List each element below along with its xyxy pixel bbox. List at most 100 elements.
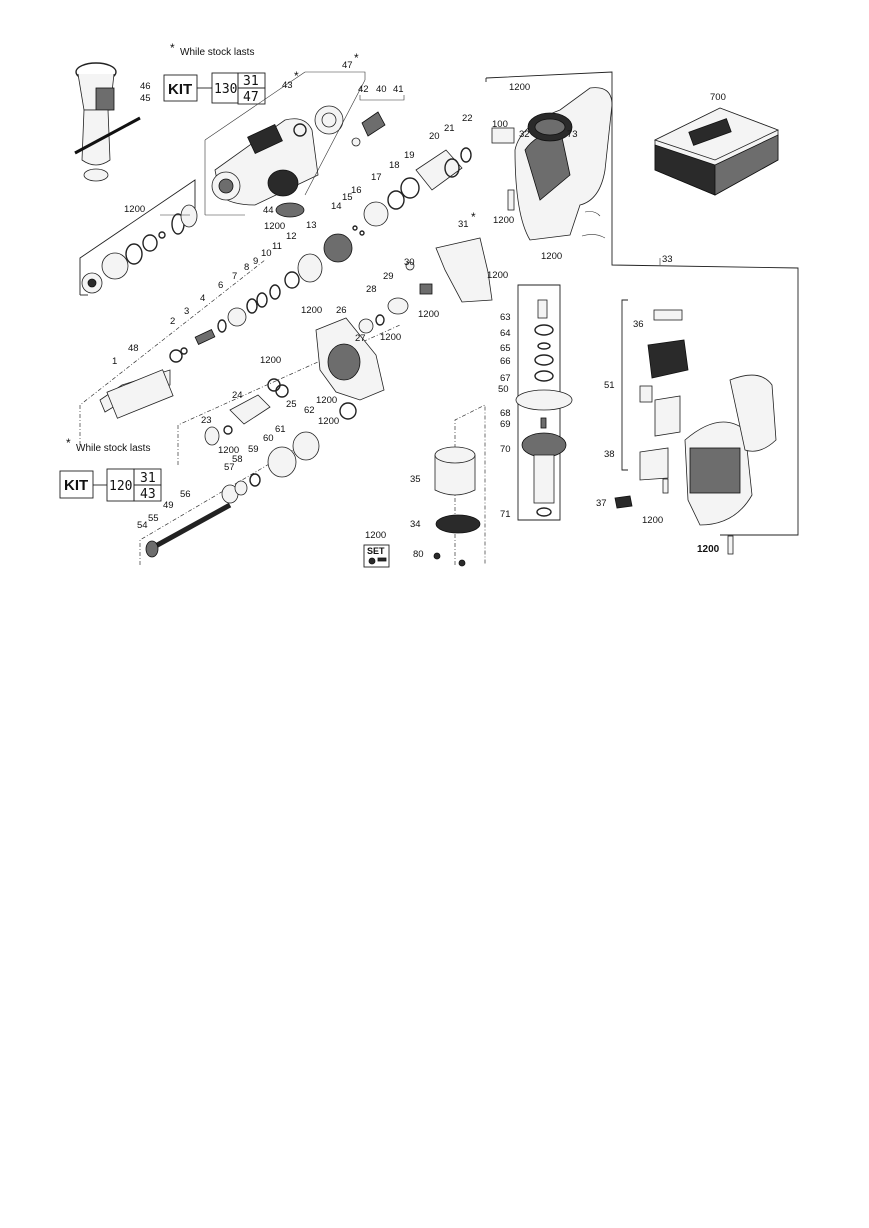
label-70: 70 [500,444,511,455]
left-stock-note: * While stock lasts [66,436,150,454]
label-33: 33 [662,254,673,265]
chuck-group-frame [79,179,198,296]
carry-case-illustration [653,107,780,196]
bolt-icon [377,557,387,562]
label-48: 48 [128,343,139,354]
spindle-parts-illustration [79,147,472,445]
label-10: 10 [261,248,272,259]
label-49: 49 [163,500,174,511]
label-62: 62 [304,405,315,416]
kit-box-130: KIT 130 31 47 [163,72,266,105]
leader-lines [160,71,661,265]
part-labels: 46 45 43 * 47 * 42 40 41 1200 44 1200 22… [112,51,726,560]
label-24: 24 [232,390,243,401]
kit-word: KIT [168,81,192,98]
label-36: 36 [633,319,644,330]
label-1200-bottom: 1200 [541,251,562,262]
kit-bottom-number: 47 [243,90,259,105]
motor-housing-illustration [491,87,613,241]
label-1200-bold: 1200 [697,544,720,555]
front-housing-illustration [211,105,386,218]
kit-bottom-number: 43 [140,487,156,502]
top-stock-note: * While stock lasts [170,41,254,58]
label-17: 17 [371,172,382,183]
label-34: 34 [410,519,421,530]
kit-box-120: KIT 120 31 43 [59,468,162,502]
screw-icon [368,557,376,565]
label-16: 16 [351,185,362,196]
label-14: 14 [331,201,342,212]
kit-main-number: 130 [214,82,237,97]
label-35: 35 [410,474,421,485]
label-15: 15 [342,192,353,203]
label-80: 80 [413,549,424,560]
label-4: 4 [200,293,205,304]
label-1200-30: 1200 [418,309,439,320]
screw-set-badge: 1200 SET [363,530,390,568]
side-handle-illustration [74,62,141,182]
label-65: 65 [500,343,511,354]
label-63: 63 [500,312,511,323]
label-1200-gear: 1200 [301,305,322,316]
label-100: 100 [492,119,508,130]
label-23: 23 [201,415,212,426]
label-61: 61 [275,424,286,435]
label-1: 1 [112,356,117,367]
label-69: 69 [500,419,511,430]
label-29: 29 [383,271,394,282]
label-42: 42 [358,84,369,95]
star-mark: * [66,436,71,450]
label-11: 11 [272,241,282,252]
label-22: 22 [462,113,473,124]
label-1200-top: 1200 [509,82,530,93]
label-1200-44: 1200 [264,221,285,232]
label-1200-gasket: 1200 [260,355,281,366]
label-6: 6 [218,280,223,291]
label-1200-26: 1200 [316,395,337,406]
label-38: 38 [604,449,615,460]
label-40: 40 [376,84,387,95]
label-2: 2 [170,316,175,327]
set-word: SET [367,546,385,556]
label-30: 30 [404,257,415,268]
label-66: 66 [500,356,511,367]
left-note-text: While stock lasts [76,443,150,454]
label-25: 25 [286,399,297,410]
label-1200-62: 1200 [318,416,339,427]
label-21: 21 [444,123,455,134]
label-32: 32 [519,129,530,140]
label-57: 57 [224,462,235,473]
label-44: 44 [263,205,274,216]
label-55: 55 [148,513,159,524]
label-60: 60 [263,433,274,444]
label-50: 50 [498,384,509,395]
label-31-star: * [471,210,476,224]
label-7: 7 [232,271,237,282]
label-37: 37 [596,498,607,509]
label-8: 8 [244,262,249,273]
label-31: 31 [458,219,469,230]
label-43: 43 [282,80,293,91]
label-12: 12 [286,231,297,242]
label-47: 47 [342,60,353,71]
battery-housing-frame [485,71,799,555]
label-9: 9 [253,256,258,267]
label-1200-23: 1200 [218,445,239,456]
label-45: 45 [140,93,151,104]
label-58: 58 [232,454,243,465]
label-41: 41 [393,84,404,95]
label-71: 71 [500,509,511,520]
label-46: 46 [140,81,151,92]
label-700: 700 [710,92,726,103]
label-68: 68 [500,408,511,419]
label-56: 56 [180,489,191,500]
label-1200-chuck: 1200 [124,204,145,215]
label-26: 26 [336,305,347,316]
label-13: 13 [306,220,317,231]
set-number: 1200 [365,530,386,541]
label-1200-27: 1200 [380,332,401,343]
label-1200-housing: 1200 [493,215,514,226]
label-64: 64 [500,328,511,339]
motor-parts-illustration [433,284,573,567]
